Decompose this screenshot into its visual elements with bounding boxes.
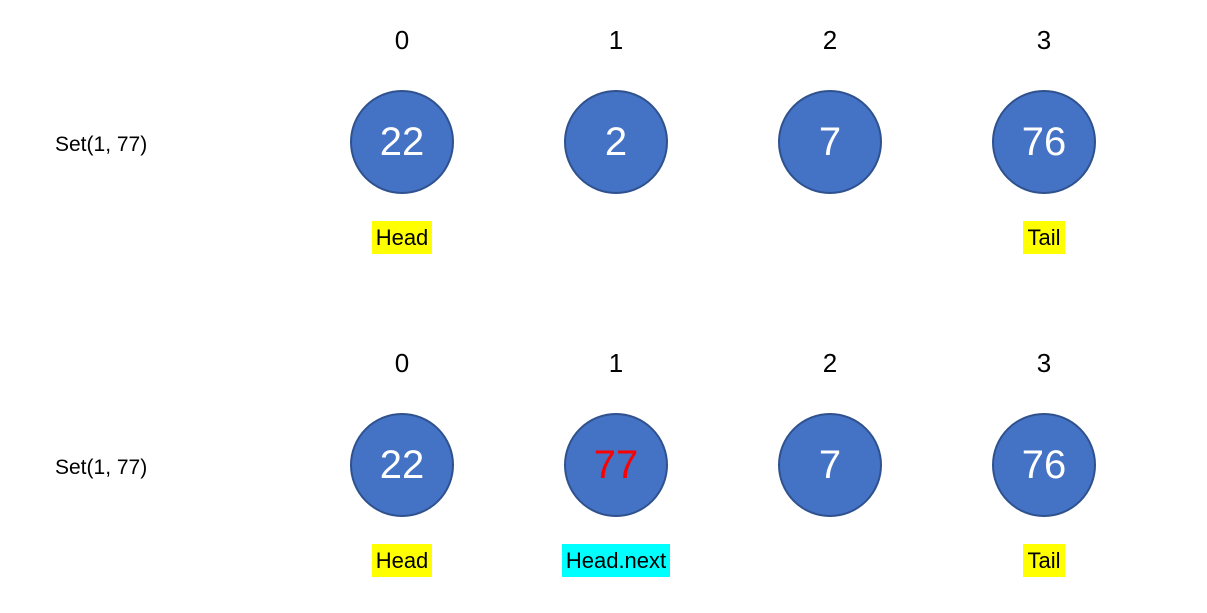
node-index-label: 2 [822, 347, 838, 378]
tail-pointer-label: Tail [1023, 544, 1065, 577]
node-index-label: 3 [1036, 24, 1052, 55]
operation-row-after: Set(1, 77) 0 22 Head 1 77 Head.next 2 7 [0, 323, 1207, 613]
node-column-0: 0 22 Head [295, 0, 509, 254]
node-index-label: 2 [822, 24, 838, 55]
node-column-0: 0 22 Head [295, 323, 509, 577]
tail-pointer-label: Tail [1023, 221, 1065, 254]
list-node-circle: 7 [778, 413, 882, 517]
list-node-circle: 7 [778, 90, 882, 194]
list-node-circle: 2 [564, 90, 668, 194]
operation-label: Set(1, 77) [55, 456, 148, 479]
node-column-3: 3 76 Tail [937, 0, 1151, 254]
node-column-2: 2 7 [723, 0, 937, 254]
pointer-label-empty [826, 544, 834, 577]
head-pointer-label: Head [371, 221, 433, 254]
node-value: 7 [818, 443, 842, 487]
node-column-1: 1 77 Head.next [509, 323, 723, 577]
list-node-circle: 76 [992, 90, 1096, 194]
head-pointer-label: Head [371, 544, 433, 577]
node-index-label: 3 [1036, 347, 1052, 378]
list-node-circle: 22 [350, 90, 454, 194]
node-index-label: 1 [608, 24, 624, 55]
node-grid: 0 22 Head 1 77 Head.next 2 7 [295, 323, 1151, 577]
operation-row-before: Set(1, 77) 0 22 Head 1 2 2 7 [0, 0, 1207, 290]
node-grid: 0 22 Head 1 2 2 7 3 [295, 0, 1151, 254]
node-value: 76 [1021, 443, 1067, 487]
node-value: 2 [604, 120, 628, 164]
pointer-label-empty [612, 221, 620, 254]
node-value: 7 [818, 120, 842, 164]
head-next-pointer-label: Head.next [561, 544, 671, 577]
node-value: 22 [379, 443, 425, 487]
node-value-changed: 77 [593, 443, 639, 487]
node-value: 76 [1021, 120, 1067, 164]
node-column-1: 1 2 [509, 0, 723, 254]
node-column-2: 2 7 [723, 323, 937, 577]
operation-label: Set(1, 77) [55, 133, 148, 156]
list-node-circle: 76 [992, 413, 1096, 517]
node-index-label: 0 [394, 24, 410, 55]
node-index-label: 1 [608, 347, 624, 378]
list-node-circle-changed: 77 [564, 413, 668, 517]
list-node-circle: 22 [350, 413, 454, 517]
node-column-3: 3 76 Tail [937, 323, 1151, 577]
node-value: 22 [379, 120, 425, 164]
pointer-label-empty [826, 221, 834, 254]
node-index-label: 0 [394, 347, 410, 378]
